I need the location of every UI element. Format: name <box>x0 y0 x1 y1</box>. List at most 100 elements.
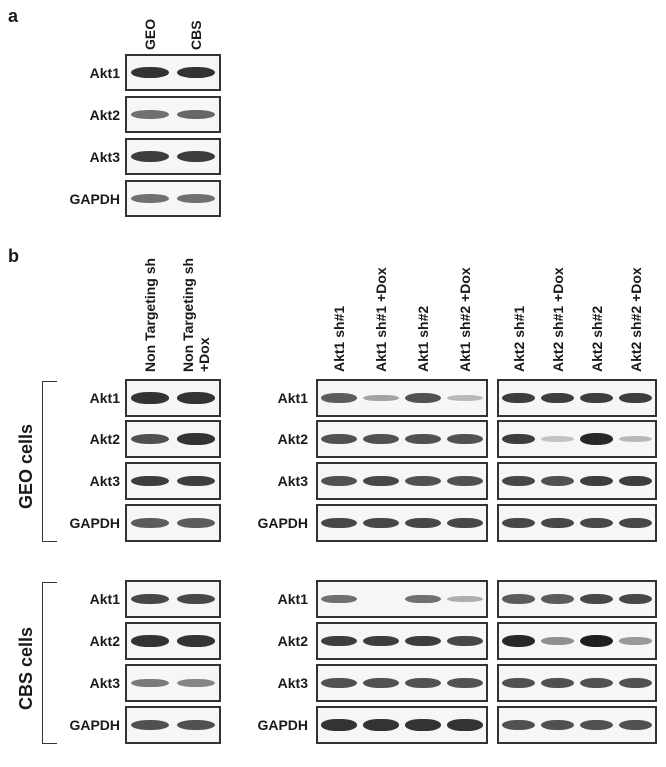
band <box>580 392 613 404</box>
panel-b-row-label: Akt2 <box>89 431 120 447</box>
band <box>130 66 170 79</box>
panel-b-blot <box>316 420 488 458</box>
panel-b-blot <box>497 462 657 500</box>
band <box>502 678 535 688</box>
panel-b-row-label: Akt1 <box>89 591 120 607</box>
band <box>619 392 652 404</box>
panel-b-lane-label: Akt1 sh#2 <box>415 305 431 372</box>
band <box>541 392 574 404</box>
band <box>405 476 441 486</box>
panel-b-blot <box>497 379 657 417</box>
panel-b-row-label: Akt3 <box>277 675 308 691</box>
band <box>447 517 483 529</box>
band <box>502 594 535 604</box>
panel-b-blot <box>497 706 657 744</box>
band <box>176 109 216 120</box>
band <box>619 517 652 529</box>
panel-b-lane-label: Akt2 sh#2 <box>588 305 605 372</box>
band <box>176 66 216 79</box>
band <box>363 475 399 487</box>
band <box>405 393 441 403</box>
band <box>405 517 441 529</box>
band <box>502 433 535 445</box>
band <box>363 434 399 444</box>
panel-a-lane-label: CBS <box>188 20 204 50</box>
cell-line-name: CBS cells <box>16 626 36 710</box>
band <box>580 678 613 688</box>
band <box>321 594 357 604</box>
panel-b-row-label: Akt3 <box>277 473 308 489</box>
band <box>176 720 216 730</box>
band <box>130 475 170 487</box>
panel-b-letter: b <box>8 246 19 266</box>
band <box>321 393 357 403</box>
panel-b-lane-label: Akt1 sh#1 +Dox <box>373 267 389 372</box>
panel-b-blot <box>316 580 488 618</box>
band <box>541 517 574 529</box>
band <box>176 593 216 605</box>
band <box>130 110 170 119</box>
panel-b-row-label: GAPDH <box>69 717 120 733</box>
band <box>405 719 441 731</box>
panel-b-blot <box>316 706 488 744</box>
band <box>176 433 216 445</box>
panel-b-blot <box>316 622 488 660</box>
band <box>130 392 170 404</box>
panel-a-row-label: Akt1 <box>89 64 120 81</box>
band <box>405 594 441 604</box>
panel-b-blot <box>316 462 488 500</box>
band <box>130 635 170 647</box>
band <box>541 436 574 442</box>
panel-b-lane-label: Akt2 sh#2 +Dox <box>627 267 644 372</box>
band <box>580 475 613 487</box>
panel-b-lane-label: Akt2 sh#1 +Dox <box>549 267 566 372</box>
band <box>130 678 170 688</box>
panel-b-blot <box>497 622 657 660</box>
band <box>580 635 613 647</box>
band <box>541 678 574 688</box>
panel-b-row-label: Akt1 <box>89 390 120 406</box>
cell-line-bracket <box>42 381 57 542</box>
panel-b-row-label: Akt2 <box>89 633 120 649</box>
band <box>619 436 652 442</box>
panel-b-blot <box>497 420 657 458</box>
band <box>176 518 216 528</box>
panel-b-blot <box>125 664 221 702</box>
panel-b-lane-label: +Dox <box>196 337 212 372</box>
panel-a-blot <box>125 180 221 217</box>
band <box>405 434 441 444</box>
band <box>502 635 535 647</box>
band <box>502 392 535 404</box>
band <box>619 593 652 605</box>
band <box>541 720 574 730</box>
panel-b-blot <box>125 462 221 500</box>
band <box>363 394 399 402</box>
panel-b-blot <box>125 379 221 417</box>
band <box>130 593 170 605</box>
panel-a-blot <box>125 54 221 91</box>
band <box>130 194 170 203</box>
panel-b-lane-label: Akt1 sh#2 +Dox <box>457 267 473 372</box>
band <box>619 637 652 645</box>
band <box>130 720 170 730</box>
panel-a-row-label: GAPDH <box>69 190 120 207</box>
band <box>176 392 216 404</box>
band <box>405 635 441 647</box>
band <box>363 635 399 647</box>
panel-b-blot <box>316 379 488 417</box>
band <box>502 720 535 730</box>
panel-b-blot <box>125 504 221 542</box>
band <box>447 434 483 444</box>
panel-b-row-label: Akt2 <box>277 431 308 447</box>
panel-a-letter: a <box>8 6 19 26</box>
band <box>321 635 357 647</box>
band <box>321 517 357 529</box>
cell-line-name: GEO cells <box>16 423 36 509</box>
panel-b-row-label: GAPDH <box>257 515 308 531</box>
band <box>502 475 535 487</box>
band <box>447 595 483 603</box>
panel-b-blot <box>497 580 657 618</box>
cell-line-bracket <box>42 582 57 744</box>
band <box>130 151 170 162</box>
panel-b-blot <box>125 580 221 618</box>
